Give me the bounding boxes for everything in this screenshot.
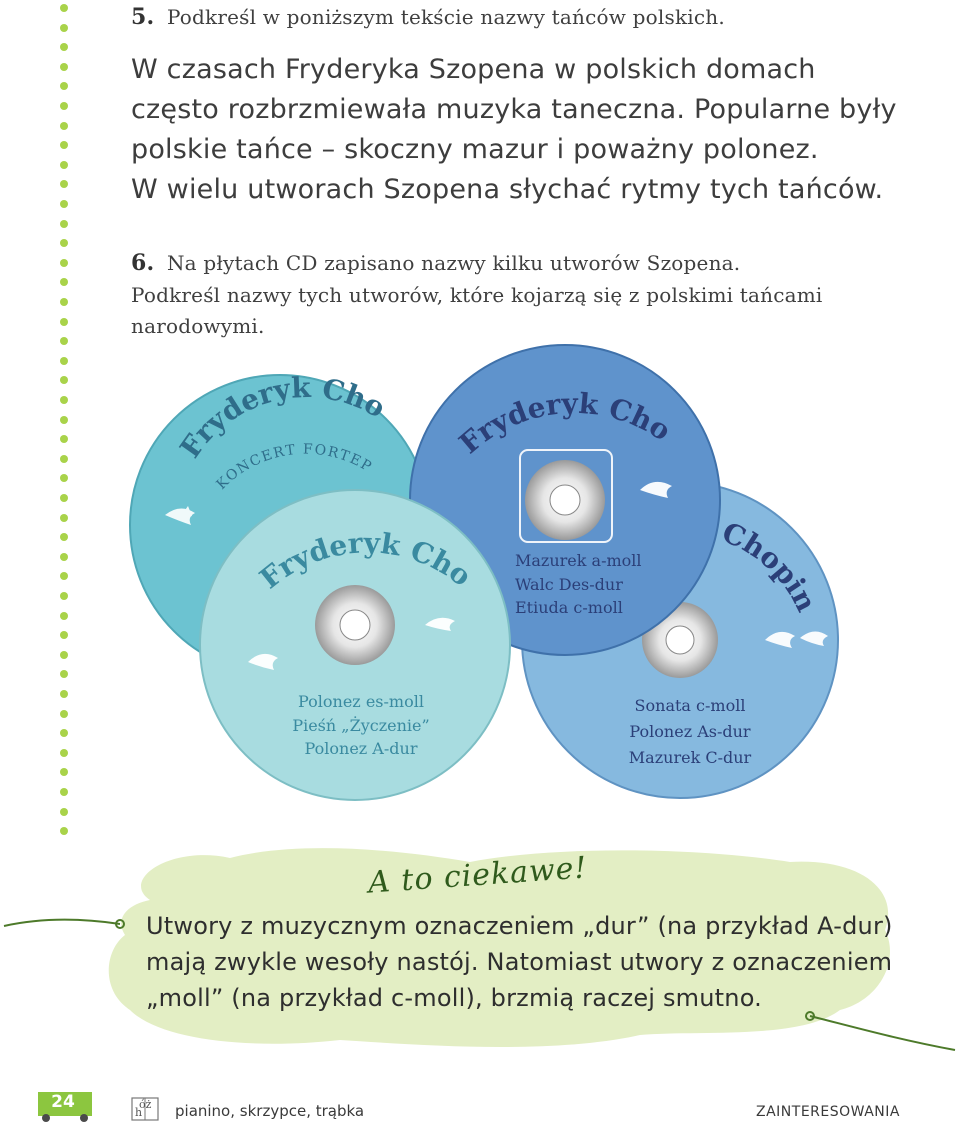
cd-track: Mazurek C-dur (629, 748, 752, 767)
cd-track: Polonez es-moll (298, 692, 424, 711)
fact-line: mają zwykle wesoły nastój. Natomiast utw… (146, 948, 893, 976)
margin-dot (60, 220, 68, 228)
margin-dot (60, 768, 68, 776)
margin-dot (60, 278, 68, 286)
vine-left (3, 918, 121, 927)
margin-dot (60, 612, 68, 620)
task-6-number: 6. (131, 250, 155, 276)
margin-dot (60, 357, 68, 365)
letters-icon: h óż (131, 1097, 159, 1121)
dove-icon (640, 481, 672, 498)
cloud-shape (108, 848, 890, 1047)
cd-track: Etiuda c-moll (515, 598, 623, 617)
task-5-instruction: Podkreśl w poniższym tekście nazwy tańcó… (166, 5, 725, 29)
footer-section: ZAINTERESOWANIA (756, 1104, 900, 1120)
cd-track: Mazurek a-moll (515, 551, 642, 570)
margin-dot (60, 141, 68, 149)
paragraph-line: często rozbrzmiewała muzyka taneczna. Po… (131, 94, 897, 125)
cd-track: Walc Des-dur (515, 575, 623, 594)
margin-dot (60, 474, 68, 482)
margin-dot (60, 651, 68, 659)
margin-dot (60, 4, 68, 12)
margin-dot (60, 259, 68, 267)
task-5-number: 5. (131, 4, 155, 30)
task-6-heading: 6. Na płytach CD zapisano nazwy kilku ut… (131, 250, 740, 276)
paragraph-line: W wielu utworach Szopena słychać rytmy t… (131, 174, 884, 205)
margin-dot (60, 337, 68, 345)
footer-topic: pianino, skrzypce, trąbka (175, 1102, 365, 1120)
dove-icon (248, 617, 455, 670)
cd-track: Pieśń „Życzenie” (292, 715, 429, 735)
margin-dot (60, 631, 68, 639)
margin-dot (60, 435, 68, 443)
margin-dot (60, 729, 68, 737)
margin-dot (60, 318, 68, 326)
margin-dot (60, 533, 68, 541)
margin-dot (60, 749, 68, 757)
margin-dot (60, 102, 68, 110)
task-6-instruction-line: narodowymi. (131, 314, 265, 338)
dove-icon (765, 631, 828, 648)
margin-dot (60, 572, 68, 580)
cd-track: Polonez A-dur (305, 739, 418, 758)
cd-illustration: Fryderyk Chopin KONCERT FORTEPIANOWY Cho… (0, 340, 839, 801)
fact-line: Utwory z muzycznym oznaczeniem „dur” (na… (146, 912, 893, 940)
paragraph-line: W czasach Fryderyka Szopena w polskich d… (131, 54, 816, 85)
margin-dot (60, 376, 68, 384)
paragraph-line: polskie tańce – skoczny mazur i poważny … (131, 134, 819, 165)
margin-dot (60, 455, 68, 463)
dove-icon (165, 506, 195, 525)
page-number-badge (38, 1092, 92, 1122)
margin-dot (60, 494, 68, 502)
page-number: 24 (51, 1092, 75, 1112)
margin-dot (60, 592, 68, 600)
fact-cloud (3, 848, 956, 1051)
margin-dot (60, 122, 68, 130)
margin-dot (60, 43, 68, 51)
ornament-frame (519, 449, 613, 543)
cd-track: Sonata c-moll (635, 696, 746, 715)
margin-dot (60, 24, 68, 32)
margin-dot (60, 670, 68, 678)
margin-dot (60, 827, 68, 835)
margin-dot (60, 82, 68, 90)
margin-dot (60, 690, 68, 698)
margin-dot (60, 200, 68, 208)
margin-dot (60, 298, 68, 306)
task-5-paragraph: W czasach Fryderyka Szopena w polskich d… (131, 50, 897, 210)
icon-glyph-h: h (135, 1106, 142, 1119)
margin-dot (60, 514, 68, 522)
cd-track: Polonez As-dur (629, 722, 751, 741)
margin-dot (60, 710, 68, 718)
task-6-instruction-line: Podkreśl nazwy tych utworów, które kojar… (131, 283, 823, 307)
vine-right (809, 1015, 956, 1051)
fact-text: Utwory z muzycznym oznaczeniem „dur” (na… (146, 908, 893, 1016)
margin-dot (60, 239, 68, 247)
margin-dot (60, 788, 68, 796)
margin-dot (60, 161, 68, 169)
margin-dot (60, 396, 68, 404)
icon-glyphs: óż (139, 1098, 152, 1111)
margin-dot (60, 808, 68, 816)
task-5-heading: 5. Podkreśl w poniższym tekście nazwy ta… (131, 4, 725, 30)
fact-line: „moll” (na przykład c-moll), brzmią racz… (146, 984, 762, 1012)
margin-dot (60, 180, 68, 188)
margin-dot (60, 416, 68, 424)
margin-dot (60, 63, 68, 71)
dotted-margin (60, 0, 70, 840)
task-6-instruction-line: Na płytach CD zapisano nazwy kilku utwor… (166, 251, 741, 275)
margin-dot (60, 553, 68, 561)
